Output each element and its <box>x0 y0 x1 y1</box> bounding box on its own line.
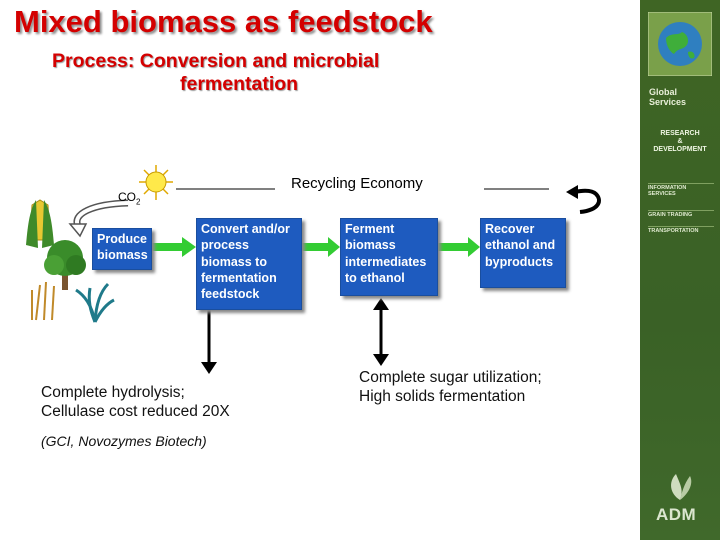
rd-label: RESEARCH & DEVELOPMENT <box>648 130 712 154</box>
recycle-return-arrow <box>566 185 601 214</box>
adm-sidebar: Global Services RESEARCH & DEVELOPMENT I… <box>640 0 720 540</box>
subtitle-line-2: fermentation <box>180 73 299 96</box>
rd-label-line-1: RESEARCH <box>660 130 700 137</box>
ferment-biomass-box: Ferment biomass intermediates to ethanol <box>340 218 438 296</box>
convert-biomass-box: Convert and/or process biomass to fermen… <box>196 218 302 310</box>
hydrolysis-note-line-1: Complete hydrolysis; <box>41 384 185 401</box>
grass-icon <box>75 282 115 323</box>
corn-icon <box>26 199 54 248</box>
sugar-note-line-1: Complete sugar utilization; <box>359 369 542 386</box>
services-label: Services <box>649 96 687 107</box>
co2-return-arrow <box>68 199 129 238</box>
recycling-economy-label: Recycling Economy <box>291 175 423 192</box>
process-diagram <box>26 165 601 374</box>
global-label: Global <box>649 87 678 97</box>
hydrolysis-note: Complete hydrolysis; Cellulase cost redu… <box>41 383 230 422</box>
double-arrow-right-icon <box>373 298 389 366</box>
adm-logo: ADM <box>656 505 697 524</box>
subtitle-line-1: Process: Conversion and microbial <box>52 50 380 72</box>
sidebar-item-transportation: TRANSPORTATION <box>648 226 714 234</box>
flow-arrows <box>152 237 480 257</box>
sidebar-item-information-services: INFORMATION SERVICES <box>648 183 714 197</box>
hydrolysis-note-line-2: Cellulase cost reduced 20X <box>41 403 230 421</box>
slide-title: Mixed biomass as feedstock <box>14 4 433 39</box>
hydrolysis-citation: (GCI, Novozymes Biotech) <box>41 433 207 449</box>
recover-ethanol-box: Recover ethanol and byproducts <box>480 218 566 288</box>
sugar-utilization-note: Complete sugar utilization; High solids … <box>359 368 542 407</box>
sun-icon <box>139 165 173 200</box>
tree-icon <box>44 240 86 290</box>
co2-subscript: 2 <box>136 197 141 207</box>
rd-label-line-3: DEVELOPMENT <box>653 146 707 154</box>
sugar-note-line-2: High solids fermentation <box>359 388 526 406</box>
co2-label: CO2 <box>118 190 140 206</box>
wheat-icon <box>31 281 55 321</box>
rd-label-line-2: & <box>677 138 683 146</box>
global-services-label: Global Services <box>649 87 687 108</box>
adm-leaf-icon <box>671 474 692 500</box>
slide-subtitle: Process: Conversion and microbial fermen… <box>52 50 472 97</box>
globe-icon <box>648 12 712 76</box>
produce-biomass-box: Produce biomass <box>92 228 152 270</box>
co2-text: CO <box>118 190 136 204</box>
sidebar-item-grain-trading: GRAIN TRADING <box>648 210 714 218</box>
